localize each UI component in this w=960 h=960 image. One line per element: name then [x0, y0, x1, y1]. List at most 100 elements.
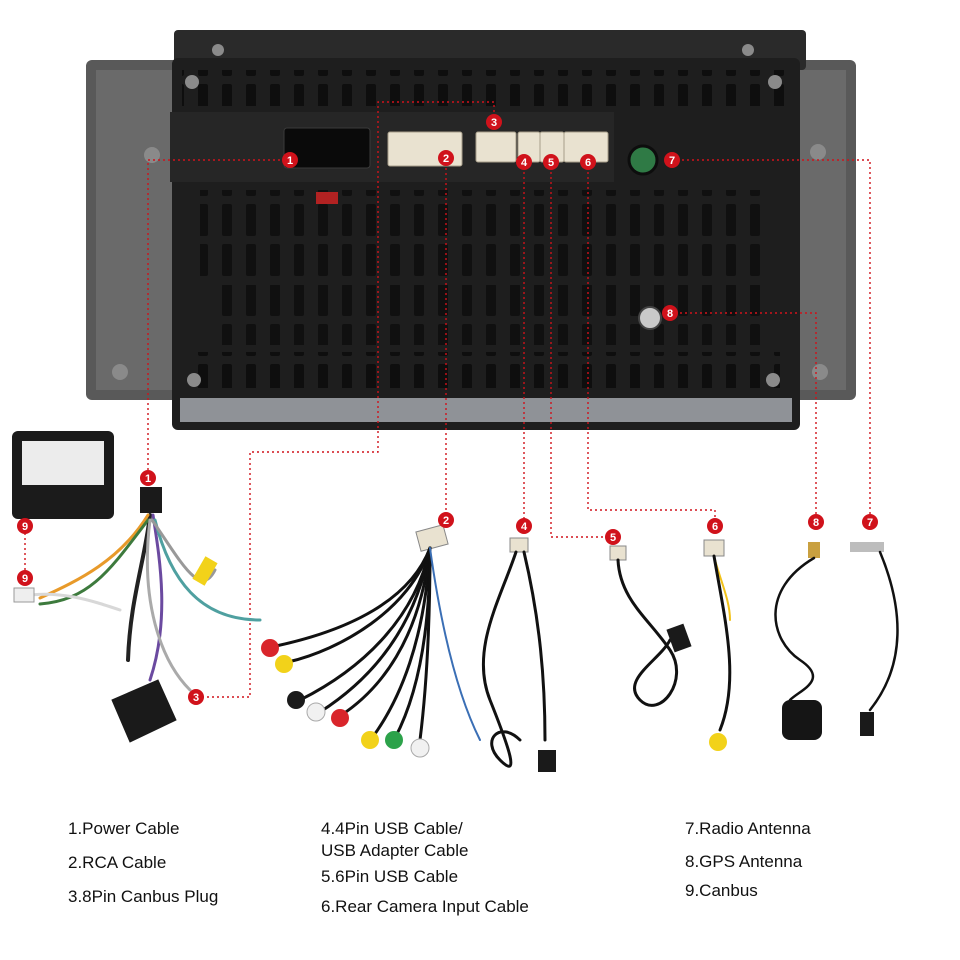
bracket-hole-right-1 [810, 144, 826, 160]
svg-text:3: 3 [193, 692, 199, 704]
camera-cable [703, 539, 732, 751]
markers: 1 2 3 4 5 6 7 8 1 2 3 4 5 6 7 8 9 9 [17, 114, 878, 705]
marker-6-top: 6 [580, 154, 596, 170]
svg-text:6: 6 [712, 521, 718, 533]
rca-cable-bundle [261, 524, 481, 758]
usb4-plug [538, 750, 556, 772]
screw-top-right [742, 44, 754, 56]
rca-cable-connector [415, 524, 449, 552]
radio-plug [850, 542, 884, 552]
camera-plug-yellow [709, 733, 727, 751]
bracket-hole-right-2 [812, 364, 828, 380]
screw-top-left [212, 44, 224, 56]
legend-column-3: 7.Radio Antenna 8.GPS Antenna 9.Canbus [685, 818, 811, 902]
screw-right-upper [768, 75, 782, 89]
rca-plug-white [410, 738, 430, 758]
canbus-socket [475, 131, 517, 163]
svg-text:5: 5 [610, 532, 616, 544]
unit-bottom-strip [180, 398, 792, 422]
power-socket [283, 127, 371, 169]
usb4-wire [522, 550, 547, 742]
legend-item-3: 3.8Pin Canbus Plug [68, 887, 219, 906]
rca-plug-red [261, 639, 279, 657]
screw-right-lower [766, 373, 780, 387]
svg-text:8: 8 [813, 517, 819, 529]
unit-vents-top [182, 70, 790, 106]
rca-wire [338, 546, 432, 718]
gps-connector [808, 542, 820, 558]
legend-item-4-line-2: USB Adapter Cable [321, 841, 469, 860]
harness-wire [153, 518, 262, 622]
svg-text:7: 7 [867, 517, 873, 529]
power-connector-top [140, 487, 162, 513]
marker-4-top: 4 [516, 154, 532, 170]
marker-8-bottom: 8 [808, 514, 824, 530]
marker-5-bottom: 5 [605, 529, 621, 545]
rca-plug-red [331, 709, 349, 727]
canbus-lead [20, 592, 122, 612]
bracket-hole-left-1 [144, 147, 160, 163]
radio-antenna [850, 542, 899, 736]
leader-8 [670, 312, 817, 520]
rca-wire-blue [429, 547, 481, 741]
rca-wire [418, 546, 432, 742]
legend-item-2: 2.RCA Cable [68, 853, 167, 872]
usb6-cable [609, 545, 692, 707]
svg-text:2: 2 [443, 515, 449, 527]
marker-1-bottom: 1 [140, 470, 156, 486]
svg-text:9: 9 [22, 573, 28, 585]
unit-vents-lower [210, 285, 770, 345]
legend-item-1: 1.Power Cable [68, 819, 180, 838]
canbus-box-label [22, 441, 104, 485]
svg-text:9: 9 [22, 521, 28, 533]
legend-item-7: 7.Radio Antenna [685, 819, 811, 838]
marker-1-top: 1 [282, 152, 298, 168]
marker-6-bottom: 6 [707, 518, 723, 534]
usb4-cable [481, 537, 556, 772]
svg-text:8: 8 [667, 308, 673, 320]
power-cable-harness [13, 487, 262, 743]
rca-plug-yellow [192, 556, 218, 586]
marker-7-bottom: 7 [862, 514, 878, 530]
svg-text:4: 4 [521, 157, 528, 169]
legend-item-8: 8.GPS Antenna [685, 852, 803, 871]
leader-lines [24, 101, 871, 698]
rca-plug-yellow [275, 655, 293, 673]
radio-connector [860, 712, 874, 736]
svg-text:5: 5 [548, 157, 554, 169]
harness-wire [148, 513, 164, 682]
legend-item-6: 6.Rear Camera Input Cable [321, 897, 529, 916]
harness-wire [38, 518, 150, 606]
svg-text:7: 7 [669, 155, 675, 167]
leader-3 [196, 101, 495, 698]
usb6-wire [616, 558, 678, 707]
marker-7-top: 7 [664, 152, 680, 168]
marker-2-top: 2 [438, 150, 454, 166]
rca-plug-black [287, 691, 305, 709]
leader-6 [587, 162, 716, 524]
leader-5 [550, 162, 613, 538]
legend-item-4-line-1: 4.4Pin USB Cable/ [321, 819, 463, 838]
marker-5-top: 5 [543, 154, 559, 170]
unit-side-panel-left [96, 70, 182, 390]
svg-text:6: 6 [585, 157, 591, 169]
svg-text:4: 4 [521, 521, 528, 533]
marker-9-plug: 9 [17, 570, 33, 586]
rca-plug-white [306, 702, 326, 722]
head-unit-rear [86, 30, 856, 430]
svg-text:2: 2 [443, 153, 449, 165]
bracket-hole-left-2 [112, 364, 128, 380]
rca-wire [370, 546, 432, 740]
camera-connector [703, 539, 725, 557]
usb6-connector [609, 545, 627, 561]
usb4-connector [509, 537, 529, 553]
camera-wire [712, 554, 732, 732]
marker-4-bottom: 4 [516, 518, 532, 534]
radio-antenna-socket [627, 144, 659, 176]
fuse [316, 192, 338, 204]
radio-wire [868, 550, 899, 712]
marker-3-bottom: 3 [188, 689, 204, 705]
harness-wire [38, 513, 150, 600]
legend-column-1: 1.Power Cable 2.RCA Cable 3.8Pin Canbus … [68, 818, 218, 908]
gps-antenna-socket [638, 306, 662, 330]
